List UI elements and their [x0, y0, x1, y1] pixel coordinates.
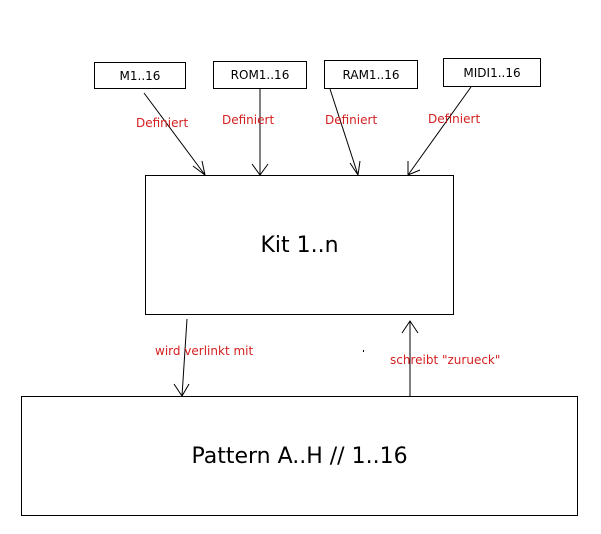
arrow-midi-to-kit	[407, 86, 472, 176]
source-box-rom: ROM1..16	[213, 61, 307, 89]
kit-box: Kit 1..n	[145, 175, 454, 315]
kit-label: Kit 1..n	[260, 232, 339, 258]
source-label-m: M1..16	[119, 68, 161, 83]
arrow-ram-to-kit	[329, 88, 361, 177]
edge-label-midi: Definiert	[428, 112, 481, 126]
pattern-label: Pattern A..H // 1..16	[191, 443, 408, 469]
edge-label-ram: Definiert	[325, 113, 378, 127]
source-box-ram: RAM1..16	[324, 60, 418, 89]
source-box-m: M1..16	[94, 62, 186, 89]
link-label-pattern-to-kit: schreibt "zurueck"	[390, 353, 501, 367]
link-label-kit-to-pattern: wird verlinkt mit	[155, 344, 254, 358]
source-label-ram: RAM1..16	[342, 67, 400, 82]
stray-dot	[363, 350, 364, 352]
arrow-m-to-kit	[143, 92, 206, 177]
source-box-midi: MIDI1..16	[443, 58, 541, 87]
arrow-rom-to-kit	[251, 89, 269, 176]
edge-label-rom: Definiert	[222, 113, 275, 127]
source-label-rom: ROM1..16	[230, 68, 290, 82]
source-label-midi: MIDI1..16	[463, 65, 521, 80]
pattern-box: Pattern A..H // 1..16	[21, 396, 578, 516]
edge-label-m: Definiert	[136, 116, 189, 130]
arrow-pattern-to-kit	[401, 320, 419, 396]
